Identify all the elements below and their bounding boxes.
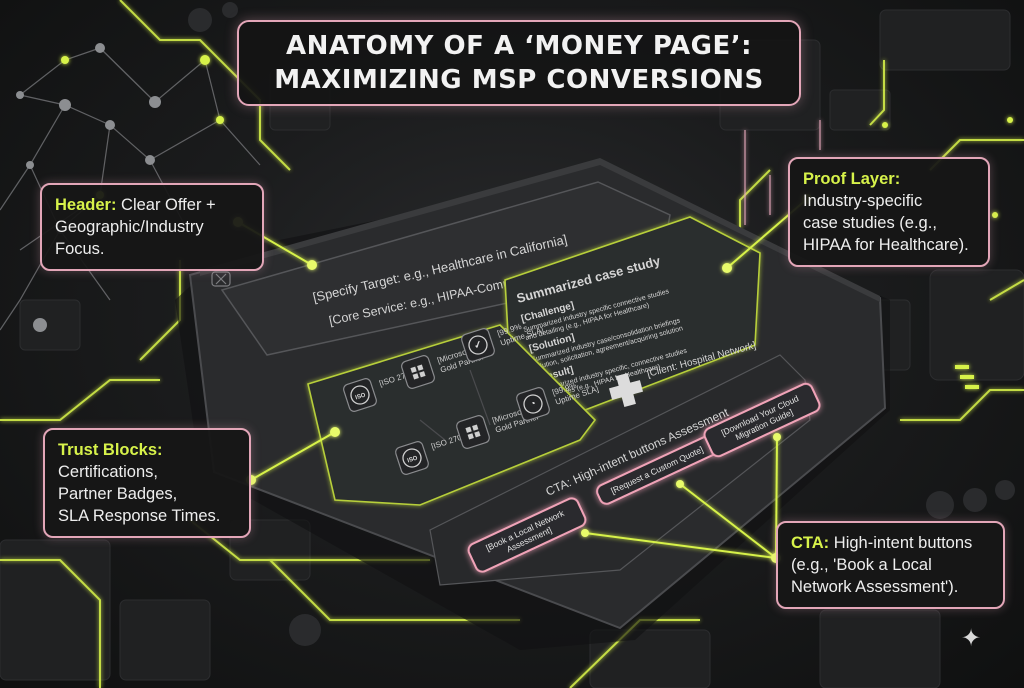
callout-header-heading: Header: [55,196,117,214]
title-box: ANATOMY OF A ‘MONEY PAGE’: MAXIMIZING MS… [237,20,801,106]
callout-proof-line-2: case studies (e.g., [803,214,937,232]
callout-trust-line-1: Certifications, [58,463,158,481]
callout-cta-line-2: (e.g., 'Book a Local [791,556,932,574]
svg-text:✓: ✓ [472,339,483,352]
callout-header-line-2: Geographic/Industry [55,218,204,236]
hospital-cross-icon [608,372,644,408]
cta-target-dot-3 [773,433,781,441]
sparkle-icon: ✦ [960,625,982,652]
trust-target-dot [330,427,340,437]
cta-connector-2 [679,483,777,559]
callout-cta-heading: CTA: [791,534,830,552]
window-close-icon [211,271,231,287]
cta-connector-1 [584,532,777,559]
callout-proof-line-1: Industry-specific [803,192,923,210]
trust-badge: ✓[99.9%Uptime SLA] [461,322,545,362]
callout-trust-line-2: Partner Badges, [58,485,178,503]
callout-header-line-3: Focus. [55,240,105,258]
gauge-icon [516,387,550,421]
proof-target-dot [722,263,732,273]
shield-check-icon [461,328,495,362]
callout-trust-heading: Trust Blocks: [58,441,163,459]
title-line-1: ANATOMY OF A ‘MONEY PAGE’: [285,31,753,61]
trust-connector [250,431,336,481]
callout-proof-heading: Proof Layer: [803,170,901,188]
callout-trust-blocks: Trust Blocks: Certifications, Partner Ba… [43,428,251,538]
callout-cta: CTA: High-intent buttons (e.g., 'Book a … [776,521,1005,609]
header-target-dot [307,260,317,270]
svg-text:ISO: ISO [407,455,419,464]
callout-header-line-1: Clear Offer + [121,196,216,214]
callout-cta-line-3: Network Assessment'). [791,578,959,596]
iso-icon [395,441,429,475]
cta-target-dot-2 [676,480,684,488]
callout-cta-line-1: High-intent buttons [833,534,973,552]
iso-icon [343,378,377,412]
callout-trust-line-3: SLA Response Times. [58,507,221,525]
microsoft-icon [456,415,490,449]
callout-header: Header: Clear Offer + Geographic/Industr… [40,183,264,271]
cta-target-dot-1 [581,529,589,537]
svg-text:◔: ◔ [529,398,538,410]
title-line-2: MAXIMIZING MSP CONVERSIONS [274,65,764,95]
callout-proof-layer: Proof Layer: Industry-specific case stud… [788,157,990,267]
microsoft-icon [401,355,435,389]
trust-blocks-box [307,324,597,506]
svg-text:ISO: ISO [355,392,367,401]
callout-proof-line-3: HIPAA for Healthcare). [803,236,969,254]
